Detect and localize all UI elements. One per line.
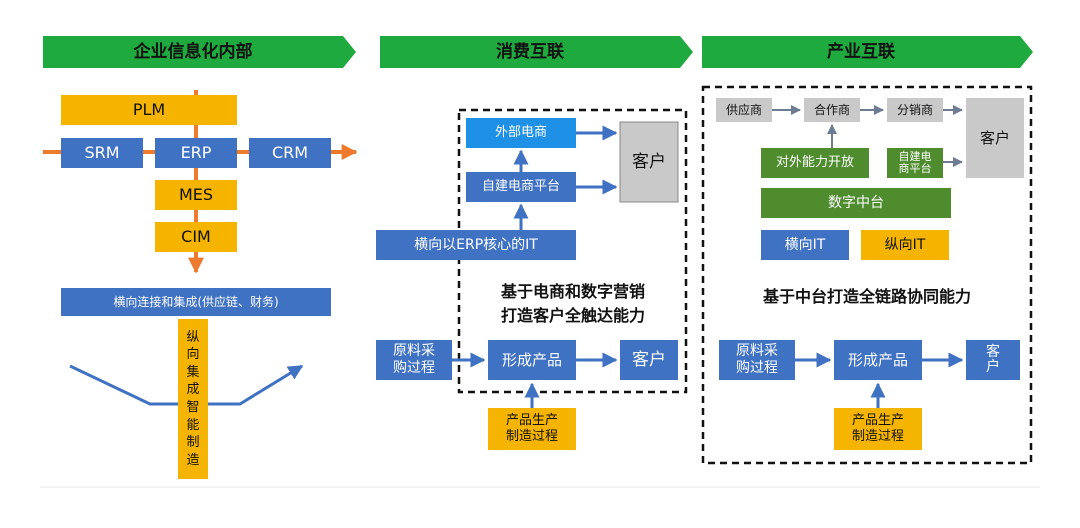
supplier-box bbox=[716, 98, 772, 122]
middle-customer-top-box bbox=[619, 121, 679, 203]
crm-box bbox=[249, 138, 331, 168]
right-header-title: 产业互联 bbox=[827, 41, 895, 62]
self-built-platform-box bbox=[466, 172, 576, 202]
open-capability-label: 对外能力开放 bbox=[775, 155, 854, 171]
middle-horizontal-it-bar bbox=[376, 230, 576, 260]
partner-label: 合作商 bbox=[813, 102, 850, 117]
open-capability-box bbox=[761, 148, 869, 178]
erp-label: ERP bbox=[180, 143, 212, 163]
horizontal-integration-bar bbox=[61, 288, 331, 316]
erp-box bbox=[155, 138, 237, 168]
right-self-built-platform-box bbox=[887, 148, 943, 178]
middle-customer-bottom-box bbox=[620, 340, 678, 380]
middle-header-title: 消费互联 bbox=[496, 41, 564, 62]
external-ecommerce-label: 外部电商 bbox=[494, 125, 547, 141]
partner-box bbox=[804, 98, 860, 122]
vertical-integration-bar bbox=[178, 319, 208, 479]
middle-horizontal-it-label: 横向以ERP核心的IT bbox=[414, 236, 538, 253]
middle-form-product-label: 形成产品 bbox=[501, 351, 562, 369]
right-customer-bottom-label: 客 户 bbox=[986, 344, 1000, 375]
srm-label: SRM bbox=[84, 143, 120, 163]
right-horizontal-it-box bbox=[761, 230, 849, 260]
self-built-platform-label: 自建电商平台 bbox=[481, 179, 560, 195]
right-caption: 基于中台打造全链路协同能力 bbox=[762, 287, 971, 306]
middle-customer-top-label: 客户 bbox=[632, 151, 666, 172]
right-horizontal-it-label: 横向IT bbox=[784, 236, 826, 253]
plm-label: PLM bbox=[132, 100, 166, 120]
middle-customer-bottom-label: 客户 bbox=[632, 349, 666, 370]
horizontal-integration-label: 横向连接和集成(供应链、财务) bbox=[113, 294, 279, 309]
middle-raw-material-box bbox=[376, 340, 452, 380]
external-ecommerce-box bbox=[466, 118, 576, 148]
digital-platform-label: 数字中台 bbox=[828, 194, 884, 211]
mes-label: MES bbox=[178, 185, 214, 205]
distributor-box bbox=[887, 98, 943, 122]
right-production-label: 产品生产 制造过程 bbox=[851, 413, 904, 444]
right-form-product-box bbox=[834, 340, 922, 380]
right-production-box bbox=[834, 408, 922, 450]
left-header-banner bbox=[43, 36, 356, 68]
right-vertical-it-label: 纵向IT bbox=[884, 236, 926, 253]
crm-label: CRM bbox=[271, 143, 309, 163]
right-self-built-platform-label: 自建电 商平台 bbox=[898, 149, 932, 175]
right-customer-top-label: 客户 bbox=[979, 129, 1010, 147]
cim-box bbox=[155, 222, 237, 252]
middle-raw-material-label: 原料采 购过程 bbox=[393, 343, 435, 376]
srm-box bbox=[61, 138, 143, 168]
right-header-banner bbox=[702, 36, 1033, 68]
plm-box bbox=[61, 95, 237, 125]
mes-box bbox=[155, 180, 237, 210]
supplier-label: 供应商 bbox=[725, 102, 762, 117]
right-customer-bottom-box bbox=[966, 340, 1020, 380]
right-form-product-label: 形成产品 bbox=[847, 351, 908, 369]
middle-production-box bbox=[488, 408, 576, 450]
cim-label: CIM bbox=[181, 227, 211, 247]
right-customer-top-box bbox=[966, 98, 1024, 178]
right-vertical-it-box bbox=[861, 230, 949, 260]
vertical-integration-label: 纵 向 集 成 智 能 制 造 bbox=[186, 329, 200, 468]
middle-production-label: 产品生产 制造过程 bbox=[505, 413, 558, 444]
middle-caption: 基于电商和数字营销 打造客户全触达能力 bbox=[500, 282, 645, 325]
middle-form-product-box bbox=[488, 340, 576, 380]
right-dashed-frame bbox=[701, 85, 1033, 465]
left-header-title: 企业信息化内部 bbox=[133, 41, 253, 62]
digital-platform-box bbox=[761, 188, 951, 218]
right-raw-material-label: 原料采 购过程 bbox=[736, 343, 778, 376]
distributor-label: 分销商 bbox=[896, 102, 933, 117]
middle-header-banner bbox=[380, 36, 693, 68]
right-raw-material-box bbox=[719, 340, 795, 380]
